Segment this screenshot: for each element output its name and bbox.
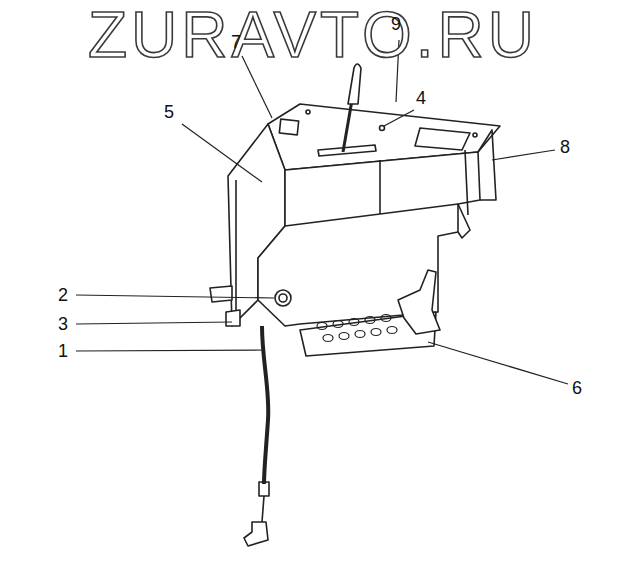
callout-number: 9 [391,14,401,34]
callout-number: 7 [231,32,241,52]
callout-number: 3 [58,314,68,334]
callout-number: 4 [416,88,426,108]
callout-number: 8 [560,137,570,157]
callout-number: 1 [58,341,68,361]
callout-number: 6 [572,378,582,398]
callout-number: 5 [164,102,174,122]
callout-number: 2 [58,285,68,305]
leader-lines [76,40,568,384]
watermark: ZURAVTO.RU [88,2,538,68]
